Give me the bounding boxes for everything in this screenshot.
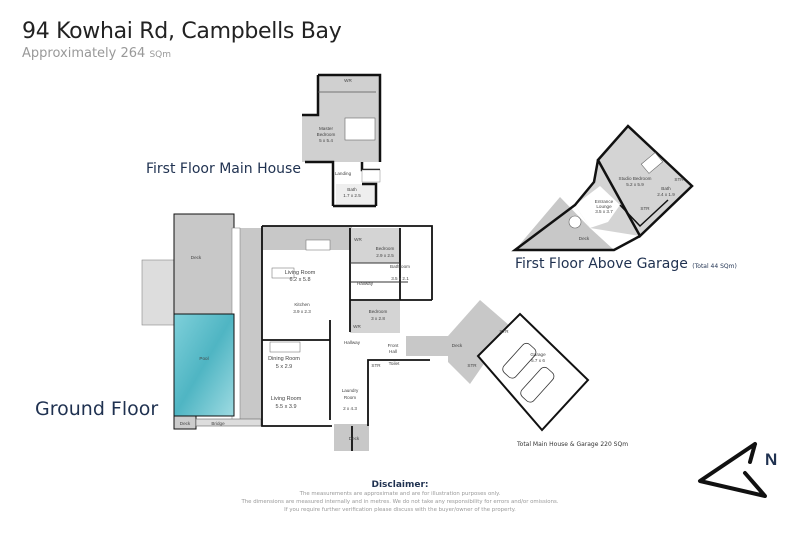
svg-text:Living Room: Living Room [271,396,302,402]
disclaimer-line: If you require further verification plea… [284,507,516,513]
svg-text:2 x 4.3: 2 x 4.3 [343,406,357,411]
svg-text:STR: STR [371,363,381,368]
svg-text:STR: STR [640,206,650,211]
svg-text:6.2 x 5.8: 6.2 x 5.8 [289,277,310,283]
svg-text:Deck: Deck [180,421,191,426]
property-area-subtitle: Approximately 264 SQm [22,46,171,61]
svg-text:Deck: Deck [579,236,590,241]
svg-text:Master: Master [319,126,334,131]
svg-text:Deck: Deck [452,343,463,348]
svg-text:WR: WR [354,237,362,242]
svg-text:Lounge: Lounge [596,204,612,209]
svg-text:3.5 x 2.1: 3.5 x 2.1 [391,276,409,281]
svg-text:Hallway: Hallway [357,281,374,286]
first-floor-above-garage-label: First Floor Above Garage (Total 44 SQm) [515,256,737,272]
svg-text:Bridge: Bridge [211,421,225,426]
svg-text:5.5 x 3.9: 5.5 x 3.9 [275,404,296,410]
disclaimer-line: The measurements are approximate and are… [299,491,501,497]
svg-text:Room: Room [344,395,356,400]
area-value: Approximately 264 [22,46,146,61]
ground-floor-plan: Deck Pool Deck Bridge Living Room 6.2 x … [141,213,590,451]
first-floor-above-garage-plan: Deck Studio Bedroom 5.2 x 5.9 Entrance L… [511,124,694,252]
svg-text:3 x 2.8: 3 x 2.8 [371,316,385,321]
svg-text:3.5 x 3.7: 3.5 x 3.7 [595,209,613,214]
svg-text:STR: STR [499,329,509,334]
area-unit: SQm [149,50,172,60]
north-arrow-icon [698,442,767,498]
svg-text:1.7 x 2.5: 1.7 x 2.5 [343,193,361,198]
svg-text:5.7 x 6: 5.7 x 6 [531,358,545,363]
first-floor-main-house-plan: WR Master Bedroom 5 x 5.4 Landing Bath 1… [302,73,382,208]
svg-text:Studio Bedroom: Studio Bedroom [619,176,652,181]
svg-text:Toilet: Toilet [389,361,400,366]
svg-text:Hallway: Hallway [344,340,361,345]
first-floor-main-house-label: First Floor Main House [146,161,301,177]
svg-text:Entrance: Entrance [595,199,614,204]
disclaimer: Disclaimer: The measurements are approxi… [200,481,600,514]
svg-text:Bathroom: Bathroom [390,264,410,269]
compass-north-label: N [765,450,778,469]
svg-text:Living Room: Living Room [285,270,316,276]
svg-text:Deck: Deck [349,436,360,441]
svg-text:Pool: Pool [199,356,208,361]
svg-text:Bath: Bath [347,187,357,192]
svg-text:Kitchen: Kitchen [294,302,310,307]
svg-text:5 x 5.4: 5 x 5.4 [319,138,333,143]
property-address-title: 94 Kowhai Rd, Campbells Bay [22,19,342,44]
svg-text:Bedroom: Bedroom [317,132,336,137]
svg-text:Dining Room: Dining Room [268,356,300,362]
svg-text:Landing: Landing [335,171,352,176]
svg-text:3.9 x 2.3: 3.9 x 2.3 [293,309,311,314]
room-wr-label: WR [344,78,352,83]
svg-text:5 x 2.9: 5 x 2.9 [276,364,293,370]
svg-text:5.2 x 5.9: 5.2 x 5.9 [626,182,644,187]
svg-text:Deck: Deck [191,255,202,260]
svg-text:STR: STR [674,177,684,182]
svg-text:Bath: Bath [661,186,671,191]
svg-text:Bedroom: Bedroom [369,309,388,314]
svg-text:Bedroom: Bedroom [376,246,395,251]
disclaimer-line: The dimensions are measured internally a… [241,499,559,505]
svg-text:Hall: Hall [389,349,397,354]
svg-text:STR: STR [467,363,477,368]
svg-text:2.4 x 1.9: 2.4 x 1.9 [657,192,675,197]
total-area-note: Total Main House & Garage 220 SQm [517,441,629,448]
disclaimer-title: Disclaimer: [371,480,429,490]
garage-floor-total-note: (Total 44 SQm) [692,263,737,270]
svg-text:Laundry: Laundry [342,388,359,393]
svg-text:Garage: Garage [530,352,546,357]
svg-text:2.9 x 2.5: 2.9 x 2.5 [376,253,394,258]
svg-text:WR: WR [353,324,361,329]
svg-text:Front: Front [388,343,399,348]
ground-floor-label: Ground Floor [35,398,159,420]
